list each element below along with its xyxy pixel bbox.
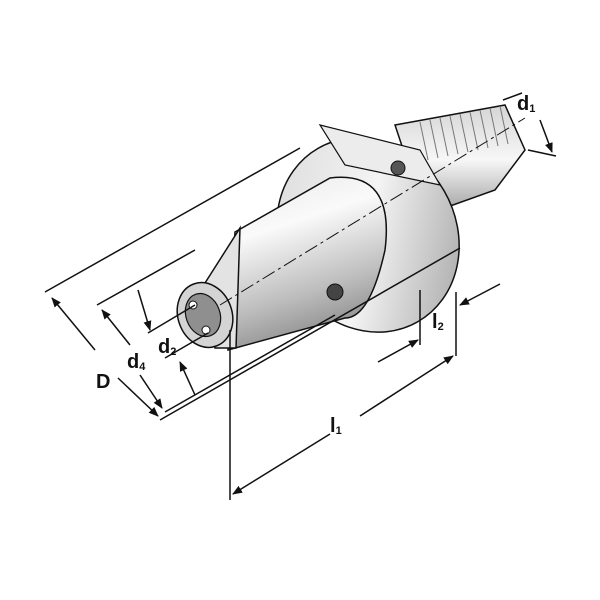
nose	[176, 225, 241, 349]
d2-extension-bottom	[164, 332, 209, 359]
l1-arrow-right	[359, 355, 454, 417]
label-D: D	[96, 371, 110, 393]
D-arrow-top	[51, 297, 96, 351]
d1-extension-top	[502, 92, 523, 101]
l1-arrow-left	[232, 433, 331, 495]
serrations	[419, 105, 509, 161]
D-arrow-bottom	[117, 377, 159, 417]
l2-arrow-right	[459, 283, 501, 306]
D-extension-top	[44, 147, 301, 293]
d4-arrow-top	[101, 309, 131, 346]
label-d1: d1	[517, 93, 535, 115]
label-d2: d2	[158, 336, 176, 358]
d2-arrow-bottom	[179, 361, 196, 396]
label-d4: d4	[127, 351, 146, 373]
d1-extension-bottom	[527, 149, 557, 157]
drive-block	[318, 124, 442, 186]
D-extension-bottom	[159, 247, 461, 421]
label-l2: l2	[432, 311, 444, 333]
center-axis	[219, 117, 526, 306]
clamping-screw	[326, 283, 344, 301]
d2-arrow-top	[137, 289, 152, 331]
d4-extension-bottom	[164, 314, 336, 413]
label-l1: l1	[330, 415, 342, 437]
screw-hole	[390, 160, 406, 176]
d4-extension-top	[96, 249, 196, 306]
d1-arrow	[539, 119, 553, 153]
d2-extension-top	[147, 304, 196, 334]
l2-arrow-left	[377, 339, 419, 363]
dimensions	[44, 92, 557, 500]
d4-arrow-bottom	[139, 374, 163, 409]
chuck-body	[227, 176, 387, 351]
